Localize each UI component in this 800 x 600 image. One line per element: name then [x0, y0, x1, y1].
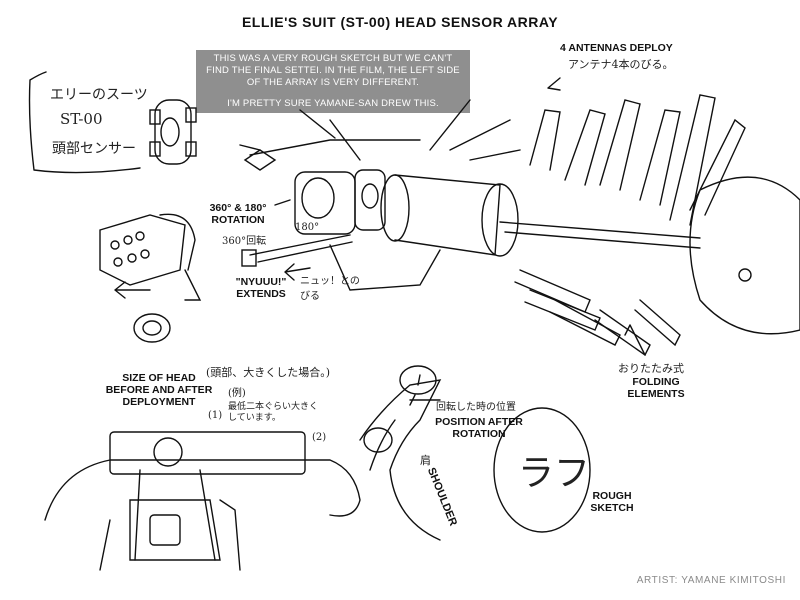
jp-180: 180° [295, 222, 320, 233]
note-text-1: THIS WAS A VERY ROUGH SKETCH BUT WE CAN'… [206, 53, 460, 88]
label-rough-sketch: ROUGH SKETCH [590, 490, 634, 514]
head-deployment-sketch [44, 431, 361, 571]
label-extends: "NYUUU!" EXTENDS [235, 276, 287, 300]
jp-rough: ラフ [518, 453, 591, 494]
page-title: ELLIE'S SUIT (ST-00) HEAD SENSOR ARRAY [241, 14, 559, 30]
jp-size: (頭部、大きくした場合。) [206, 366, 331, 379]
gear-part-1 [149, 99, 197, 165]
jp-title-2: ST-00 [60, 110, 103, 128]
jp-antennas: アンテナ4本のびる。 [568, 58, 674, 71]
antenna-arrow [547, 77, 561, 91]
label-size-head: SIZE OF HEAD BEFORE AND AFTER DEPLOYMENT [105, 372, 213, 408]
note-text-2: I'M PRETTY SURE YAMANE-SAN DREW THIS. [227, 98, 439, 109]
curved-arrow [184, 269, 202, 301]
num-2: (2) [312, 432, 327, 443]
jp-extends: ニュッ！とのびる [300, 276, 360, 302]
artist-credit: ARTIST: YAMANE KIMITOSHI [636, 575, 786, 586]
rough-sketch-shape [493, 407, 591, 533]
annotation-note: THIS WAS A VERY ROUGH SKETCH BUT WE CAN'… [196, 50, 470, 113]
jp-shoulder: 肩 [420, 454, 431, 467]
left-arrow [114, 281, 151, 299]
folding-arrow [624, 324, 646, 356]
extends-arrow [284, 263, 311, 281]
jp-rotated: 回転した時の位置 [436, 402, 516, 413]
label-folding: FOLDING ELEMENTS [627, 376, 685, 400]
jp-size-note: 最低二本ぐらい大きくしています。 [228, 402, 319, 423]
jp-example: (例) [228, 388, 246, 399]
label-position-rotation: POSITION AFTER ROTATION [435, 416, 523, 440]
disk-part [133, 313, 171, 343]
num-1: (1) [208, 410, 223, 421]
perforated-block [99, 213, 196, 286]
jp-rotation: 360°回転 [222, 236, 267, 247]
jp-folding: おりたたみ式 [618, 362, 684, 375]
label-rotation: 360° & 180° ROTATION [209, 202, 267, 226]
sensor-array-main [239, 94, 800, 357]
rotation-sketch [359, 365, 442, 541]
jp-title-3: 頭部センサー [52, 141, 136, 157]
rotation-arrow [274, 199, 291, 206]
jp-title-frame [28, 71, 141, 174]
label-antennas: 4 ANTENNAS DEPLOY [560, 42, 673, 54]
jp-title-1: エリーのスーツ [50, 87, 148, 103]
